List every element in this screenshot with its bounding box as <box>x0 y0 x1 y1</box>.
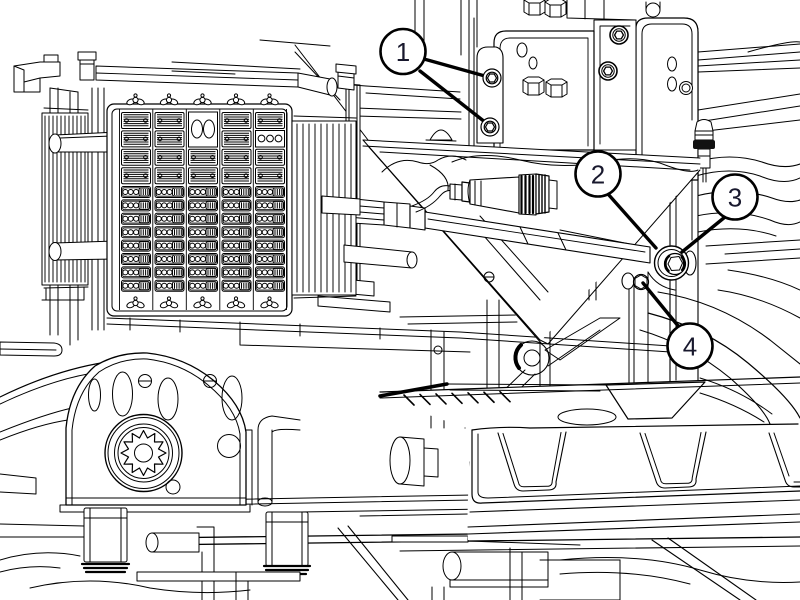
svg-text:1: 1 <box>396 37 410 67</box>
svg-text:4: 4 <box>683 332 697 362</box>
svg-text:3: 3 <box>728 183 742 213</box>
svg-text:2: 2 <box>591 160 605 190</box>
